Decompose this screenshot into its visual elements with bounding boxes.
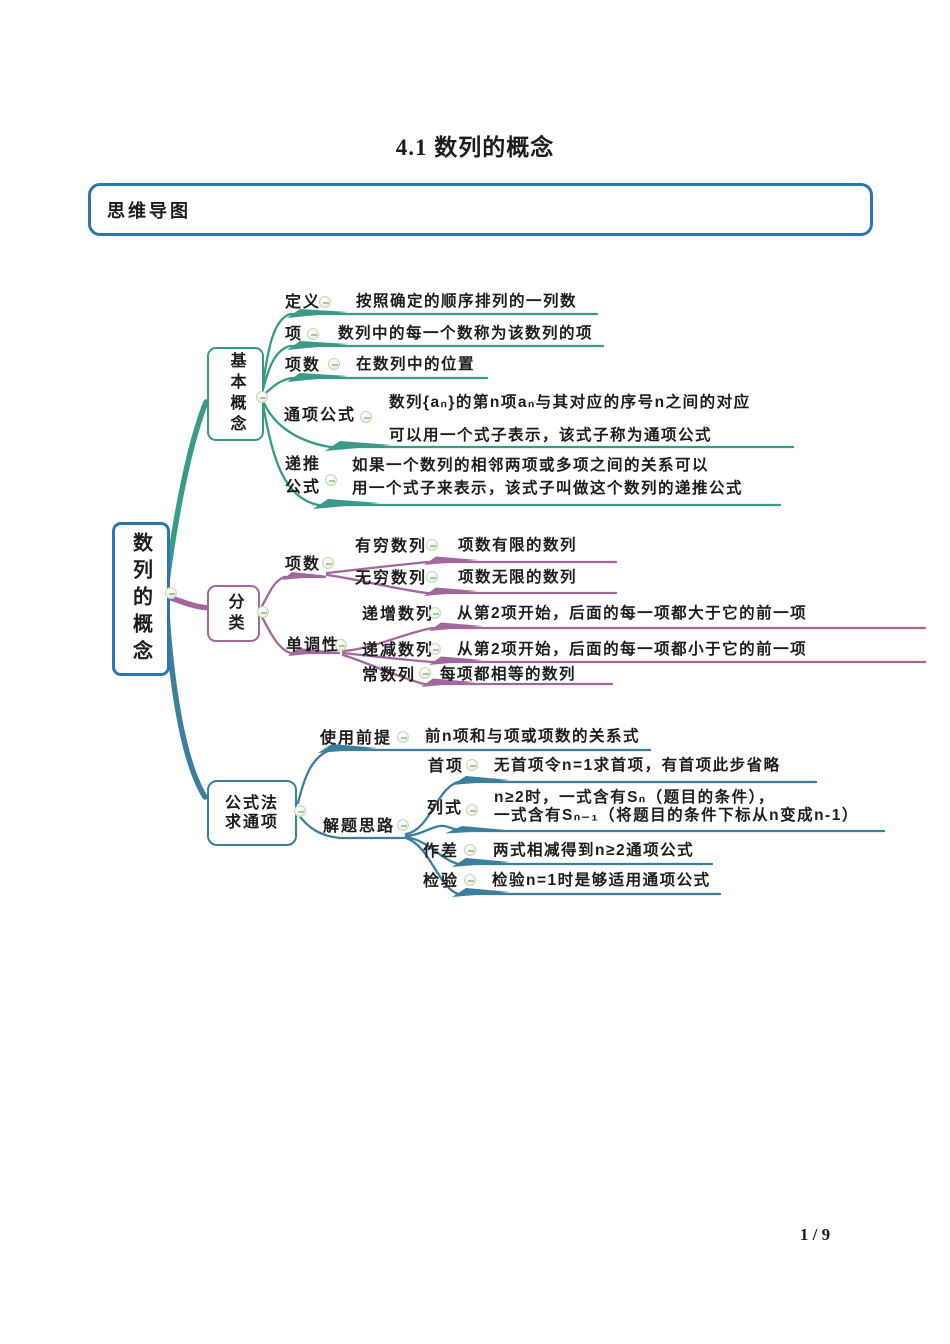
desc-increasing-sequence: 从第2项开始，后面的每一项都大于它的前一项: [457, 605, 808, 622]
desc-recurrence-2: 用一个式子来表示，该式子叫做这个数列的递推公式: [352, 480, 744, 497]
topic-general-formula: 通项公式: [284, 407, 357, 424]
section-box: 思维导图: [88, 183, 873, 236]
collapse-icon: [165, 587, 177, 599]
collapse-icon: [397, 731, 409, 743]
topic-recurrence-1: 递推: [285, 456, 322, 473]
collapse-icon: [256, 391, 268, 403]
topic-term: 项: [285, 326, 304, 343]
branch-classification: 分类: [207, 585, 260, 642]
collapse-icon: [294, 805, 306, 817]
collapse-icon: [335, 639, 347, 651]
collapse-icon: [325, 474, 337, 486]
collapse-icon: [307, 328, 319, 340]
topic-verify: 检验: [423, 873, 460, 890]
topic-recurrence-2: 公式: [285, 479, 322, 496]
desc-verify: 检验n=1时是够适用通项公式: [492, 872, 711, 889]
desc-set-equations-2: 一式含有Sₙ₋₁（将题目的条件下标从n变成n-1）: [494, 807, 859, 824]
branch-formula-method: 公式法 求通项: [207, 780, 297, 846]
page-title: 4.1 数列的概念: [395, 135, 555, 160]
collapse-icon: [257, 606, 269, 618]
topic-decreasing-sequence: 递减数列: [362, 642, 435, 659]
topic-by-term-count: 项数: [285, 556, 322, 573]
collapse-icon: [464, 874, 476, 886]
topic-finite-sequence: 有穷数列: [355, 538, 428, 555]
desc-precondition: 前n项和与项或项数的关系式: [425, 728, 640, 745]
collapse-icon: [360, 411, 372, 423]
topic-monotonicity: 单调性: [286, 637, 341, 654]
collapse-icon: [397, 819, 409, 831]
desc-definition: 按照确定的顺序排列的一列数: [356, 293, 578, 310]
topic-constant-sequence: 常数列: [362, 667, 417, 684]
topic-precondition: 使用前提: [320, 730, 393, 747]
collapse-icon: [319, 296, 331, 308]
collapse-icon: [322, 557, 334, 569]
collapse-icon: [419, 667, 431, 679]
topic-definition: 定义: [285, 294, 322, 311]
topic-subtract: 作差: [423, 843, 460, 860]
desc-first-term: 无首项令n=1求首项，有首项此步省略: [494, 757, 781, 774]
collapse-icon: [426, 539, 438, 551]
desc-infinite-sequence: 项数无限的数列: [458, 569, 578, 586]
topic-infinite-sequence: 无穷数列: [355, 570, 428, 587]
collapse-icon: [464, 844, 476, 856]
topic-set-equations: 列式: [427, 800, 464, 817]
topic-term-number: 项数: [285, 357, 322, 374]
desc-constant-sequence: 每项都相等的数列: [440, 666, 577, 683]
collapse-icon: [466, 759, 478, 771]
branch-formula-line1: 公式法: [224, 795, 279, 812]
desc-recurrence-1: 如果一个数列的相邻两项或多项之间的关系可以: [352, 457, 710, 474]
collapse-icon: [328, 358, 340, 370]
topic-solution-steps: 解题思路: [323, 818, 396, 835]
topic-first-term: 首项: [428, 758, 465, 775]
root-topic: 数列的概念: [112, 522, 170, 676]
section-label: 思维导图: [107, 201, 191, 221]
desc-general-formula-2: 可以用一个式子表示，该式子称为通项公式: [389, 427, 713, 444]
branch-formula-line2: 求通项: [224, 814, 279, 831]
topic-increasing-sequence: 递增数列: [362, 606, 435, 623]
branch-basic-concepts: 基本概念: [207, 347, 264, 441]
desc-term-number: 在数列中的位置: [356, 356, 476, 373]
desc-general-formula-1: 数列{aₙ}的第n项aₙ与其对应的序号n之间的对应: [389, 394, 751, 411]
desc-subtract: 两式相减得到n≥2通项公式: [493, 842, 695, 859]
desc-decreasing-sequence: 从第2项开始，后面的每一项都小于它的前一项: [457, 641, 808, 658]
desc-set-equations-1: n≥2时，一式含有Sₙ（题目的条件），: [494, 789, 775, 806]
collapse-icon: [426, 571, 438, 583]
collapse-icon: [429, 607, 441, 619]
page-number: 1 / 9: [799, 1225, 831, 1244]
collapse-icon: [429, 643, 441, 655]
desc-term: 数列中的每一个数称为该数列的项: [338, 325, 594, 342]
desc-finite-sequence: 项数有限的数列: [458, 537, 578, 554]
collapse-icon: [466, 804, 478, 816]
